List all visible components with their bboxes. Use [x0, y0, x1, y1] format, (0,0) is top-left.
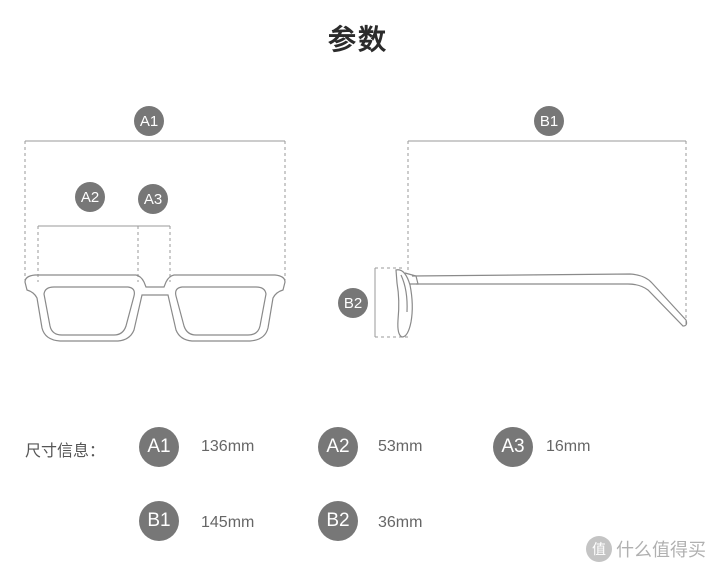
- diagram-badge-a2: A2: [75, 182, 105, 212]
- spec-value-b1: 145mm: [201, 514, 255, 531]
- spec-value-b2: 36mm: [378, 514, 423, 531]
- diagram-badge-b1: B1: [534, 106, 564, 136]
- front-dimensions: [24, 140, 286, 282]
- spec-badge-a3: A3: [493, 427, 533, 467]
- glasses-front-view: [24, 274, 286, 342]
- side-dimensions: [374, 140, 687, 338]
- glasses-side-view: [395, 269, 688, 338]
- diagram-badge-b2: B2: [338, 288, 368, 318]
- spec-badge-b2: B2: [318, 501, 358, 541]
- spec-value-a3: 16mm: [546, 438, 591, 455]
- spec-badge-a2: A2: [318, 427, 358, 467]
- specs-label: 尺寸信息：: [25, 441, 106, 460]
- spec-badge-a1: A1: [139, 427, 179, 467]
- watermark-text: 什么值得买: [616, 540, 706, 561]
- diagram-badge-a3: A3: [138, 184, 168, 214]
- spec-value-a2: 53mm: [378, 438, 423, 455]
- watermark: 值 什么值得买: [586, 536, 706, 562]
- watermark-logo-icon: 值: [586, 536, 612, 562]
- diagram-badge-a1: A1: [134, 106, 164, 136]
- spec-badge-b1: B1: [139, 501, 179, 541]
- spec-value-a1: 136mm: [201, 438, 255, 455]
- page-title: 参数: [327, 23, 388, 56]
